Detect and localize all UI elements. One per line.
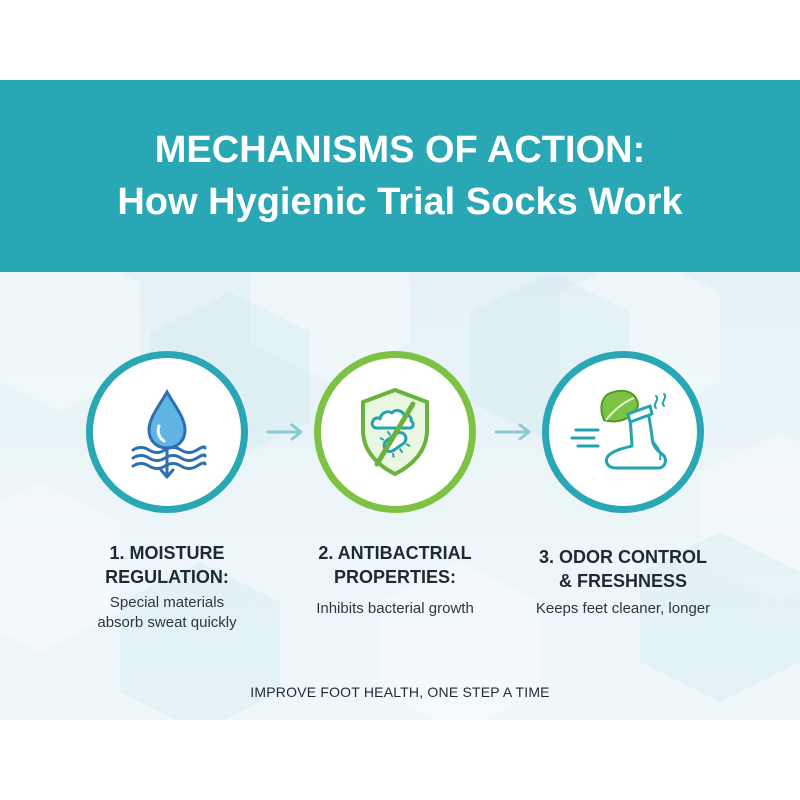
title-banner: MECHANISMS OF ACTION: How Hygienic Trial… — [0, 80, 800, 272]
step-1-description: Special materials absorb sweat quickly — [47, 593, 287, 633]
title-line-2: How Hygienic Trial Socks Work — [117, 181, 683, 223]
step-2-description: Inhibits bacterial growth — [275, 599, 515, 619]
arrow-right-icon — [494, 423, 531, 441]
tagline: IMPROVE FOOT HEALTH, ONE STEP A TIME — [250, 684, 550, 700]
step-3-title: 3. ODOR CONTROL & FRESHNESS — [503, 545, 743, 593]
step-2-title: 2. ANTIBACTRIAL PROPERTIES: — [275, 541, 515, 589]
step-3-description: Keeps feet cleaner, longer — [503, 599, 743, 619]
fresh-sock-icon — [570, 389, 667, 470]
step-1-title: 1. MOISTURE REGULATION: — [47, 541, 287, 589]
antibacterial-circle — [314, 351, 476, 513]
step-3-title-line: 3. ODOR CONTROL — [538, 547, 707, 567]
arrow-right-icon — [266, 423, 303, 441]
step-1-description-line: Special materials — [109, 594, 225, 611]
step-3-description-line: Keeps feet cleaner, longer — [535, 600, 711, 617]
water-drop-icon — [131, 388, 207, 479]
step-1-description-line: absorb sweat quickly — [97, 614, 237, 631]
step-2-title-line: 2. ANTIBACTRIAL — [318, 543, 472, 563]
step-3-title-line: & FRESHNESS — [558, 571, 688, 591]
step-2-description-line: Inhibits bacterial growth — [316, 600, 474, 617]
step-1-title-line: 1. MOISTURE — [109, 543, 225, 563]
mechanisms-panel: 1. MOISTURE REGULATION: 2. ANTIBACTRIAL … — [0, 272, 800, 720]
step-1-title-line: REGULATION: — [105, 567, 229, 587]
antibacterial-shield-icon — [361, 388, 429, 476]
step-2-title-line: PROPERTIES: — [333, 567, 457, 587]
moisture-circle — [86, 351, 248, 513]
title-line-1: MECHANISMS OF ACTION: — [154, 129, 646, 171]
odor-control-circle — [542, 351, 704, 513]
